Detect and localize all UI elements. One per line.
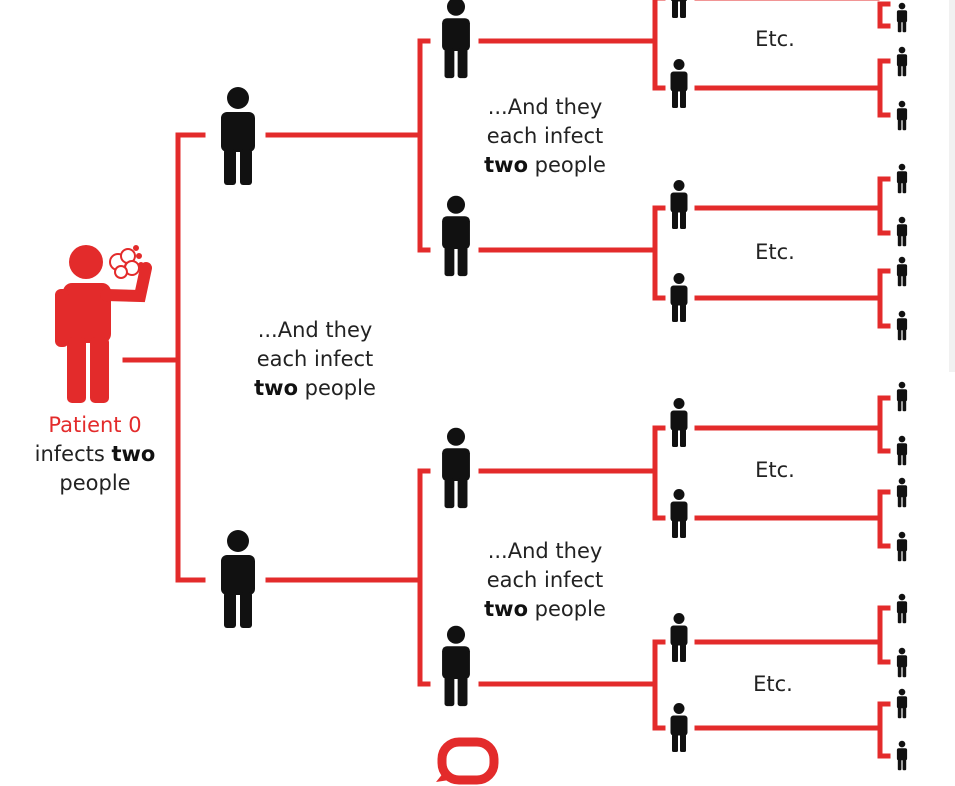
person-icon bbox=[896, 688, 908, 719]
person-icon bbox=[896, 163, 908, 194]
speech-bubble-logo-icon bbox=[436, 737, 499, 785]
person-icon bbox=[670, 398, 688, 447]
person-icon bbox=[442, 0, 470, 79]
patient-zero-name: Patient 0 bbox=[48, 413, 142, 437]
person-icon bbox=[896, 531, 908, 562]
person-icon bbox=[221, 530, 255, 628]
person-icon bbox=[896, 2, 908, 33]
sneeze-cloud-icon bbox=[109, 245, 144, 279]
person-icon bbox=[670, 273, 688, 322]
patient-zero-line1: infects two bbox=[34, 442, 156, 466]
person-icon bbox=[442, 195, 470, 277]
person-icon bbox=[896, 381, 908, 412]
person-icon bbox=[670, 613, 688, 662]
patient-zero-label: Patient 0 infects two people bbox=[10, 411, 180, 498]
person-icon bbox=[670, 59, 688, 108]
person-icon bbox=[896, 740, 908, 771]
person-icon bbox=[442, 625, 470, 707]
patient-zero-icon bbox=[55, 245, 152, 403]
person-icon bbox=[670, 489, 688, 538]
person-icon bbox=[896, 216, 908, 247]
connector-lines bbox=[122, 0, 891, 759]
spread-label: ...And they each infect two people bbox=[254, 318, 376, 400]
spread-label: ...And they each infect two people bbox=[484, 95, 606, 177]
person-icon bbox=[896, 593, 908, 624]
etc-label: Etc. bbox=[755, 240, 795, 264]
spread-label: ...And they each infect two people bbox=[484, 539, 606, 621]
person-icon bbox=[670, 703, 688, 752]
etc-label: Etc. bbox=[755, 27, 795, 51]
person-icon bbox=[896, 310, 908, 341]
person-icon bbox=[670, 180, 688, 229]
etc-label: Etc. bbox=[755, 458, 795, 482]
person-icon bbox=[896, 647, 908, 678]
person-icon bbox=[896, 256, 908, 287]
etc-label: Etc. bbox=[753, 672, 793, 696]
person-icon bbox=[896, 100, 908, 131]
page-edge-shade bbox=[949, 0, 955, 372]
person-icon bbox=[670, 0, 688, 18]
person-icon bbox=[896, 477, 908, 508]
person-icon bbox=[896, 46, 908, 77]
person-icon bbox=[896, 435, 908, 466]
person-icon bbox=[221, 87, 255, 185]
person-icon bbox=[442, 427, 470, 509]
patient-zero-line2: people bbox=[59, 471, 131, 495]
